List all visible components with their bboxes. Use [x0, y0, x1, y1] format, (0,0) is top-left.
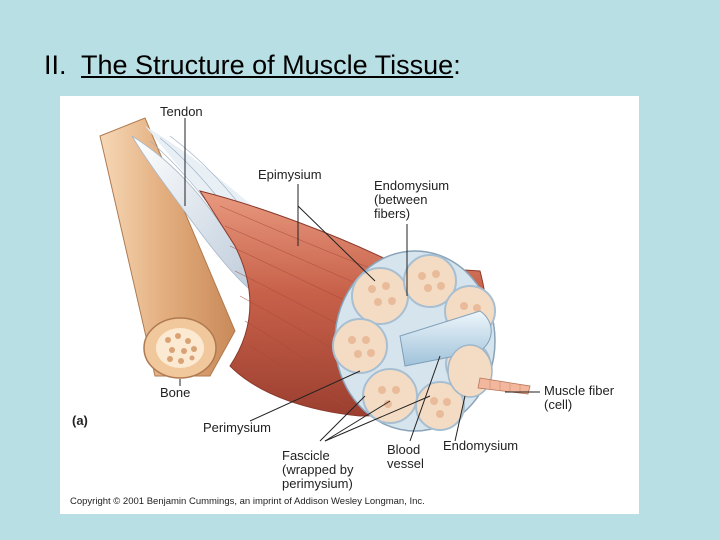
label-fascicle: Fascicle (wrapped by perimysium)	[282, 448, 354, 491]
label-endomysium: Endomysium	[443, 438, 519, 453]
label-muscle-fiber: Muscle fiber (cell)	[544, 383, 615, 412]
label-perimysium: Perimysium	[203, 420, 271, 435]
label-tendon: Tendon	[160, 104, 203, 119]
panel-label: (a)	[72, 413, 88, 428]
slide-title-text: The Structure of Muscle Tissue	[81, 50, 454, 80]
muscle-cross-section	[332, 250, 531, 432]
copyright-notice: Copyright © 2001 Benjamin Cummings, an i…	[70, 496, 425, 507]
bone	[99, 117, 236, 379]
label-epimysium: Epimysium	[258, 167, 322, 182]
label-bone: Bone	[160, 385, 191, 400]
muscle-illustration	[99, 117, 540, 442]
label-blood-vessel: Blood vessel	[387, 442, 424, 471]
label-endomysium-between-fibers: Endomysium (between fibers)	[374, 178, 450, 221]
slide-number: II.	[44, 50, 67, 80]
slide-title-suffix: :	[453, 50, 461, 80]
leader-lines	[179, 118, 540, 442]
slide-title: II. The Structure of Muscle Tissue:	[44, 50, 461, 81]
muscle-structure-figure: Tendon Epimysium Endomysium (between fib…	[60, 96, 639, 514]
muscle-fiber	[477, 377, 531, 395]
